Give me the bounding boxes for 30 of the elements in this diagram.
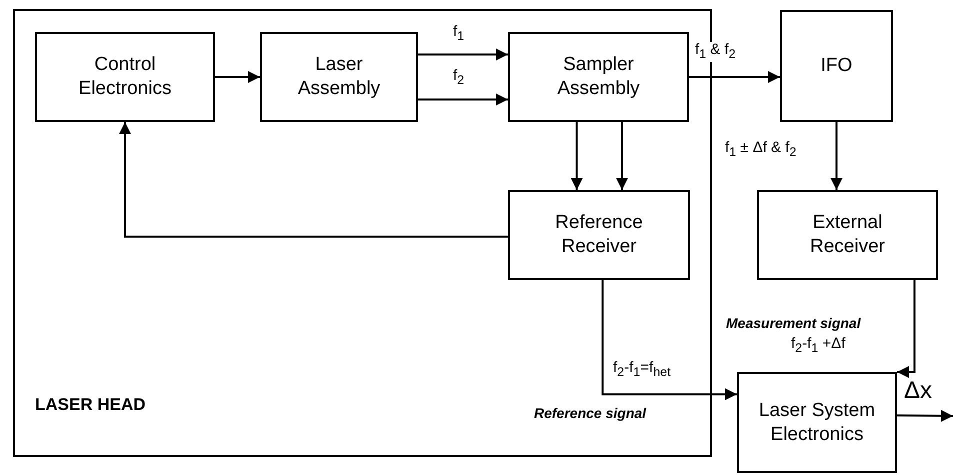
block-box (737, 372, 897, 473)
arrow (215, 71, 260, 83)
arrow (418, 94, 508, 106)
arrow (896, 410, 953, 422)
block-label: Laser System Electronics (758, 398, 876, 446)
block-label: IFO (820, 54, 852, 78)
block-label: Laser Assembly (296, 53, 382, 101)
arrow (897, 280, 916, 378)
block-box (780, 10, 893, 122)
arrow (830, 122, 842, 190)
arrow (418, 48, 508, 60)
arrow (602, 280, 737, 400)
block-box (35, 32, 215, 122)
block-box (260, 32, 418, 122)
arrow (689, 71, 780, 83)
group-box (13, 9, 712, 457)
block-label: Sampler Assembly (556, 53, 641, 101)
arrow (616, 122, 628, 190)
block-box (757, 190, 938, 280)
arrow (570, 122, 583, 190)
signal-note: Reference signal (534, 405, 646, 421)
block-label: Control Electronics (78, 53, 172, 101)
signal-note: Measurement signal (726, 315, 861, 331)
block-label: External Receiver (809, 211, 886, 259)
edge-label: f$_{1}$ & f$_{2}$ (694, 42, 737, 62)
group-title: LASER HEAD (35, 394, 146, 415)
block-box (508, 190, 690, 280)
arrow (119, 122, 508, 238)
block-label: Reference Receiver (554, 211, 644, 259)
block-box (508, 32, 689, 122)
